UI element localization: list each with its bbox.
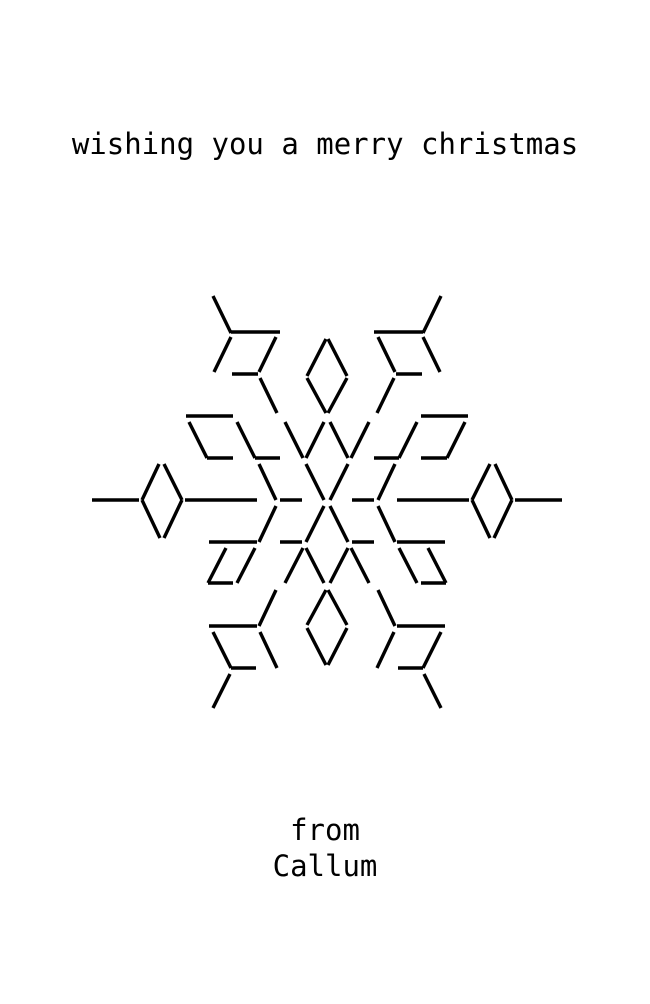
snowflake-stroke	[304, 421, 326, 459]
snowflake-stroke	[376, 463, 397, 501]
snowflake-stroke	[421, 295, 443, 334]
snowflake-stroke	[211, 631, 233, 669]
snowflake-stroke	[493, 463, 514, 501]
snowflake-stroke	[349, 547, 371, 584]
snowflake-stroke	[376, 336, 397, 373]
snowflake-stroke	[305, 589, 328, 626]
snowflake-stroke	[422, 673, 443, 709]
snowflake-stroke	[235, 547, 257, 584]
snowflake-stroke	[328, 505, 350, 543]
snowflake-stroke	[187, 421, 209, 459]
snowflake-stroke	[328, 421, 350, 459]
snowflake-stroke	[162, 463, 184, 501]
snowflake-stroke	[326, 377, 349, 414]
snowflake-stroke	[140, 463, 161, 501]
snowflake-stroke	[283, 421, 305, 459]
snowflake-stroke	[211, 673, 232, 709]
signoff-text: from	[290, 813, 360, 847]
snowflake-stroke	[206, 547, 228, 584]
snowflake-stroke	[326, 627, 349, 666]
snowflake-stroke	[305, 338, 328, 377]
snowflake-stroke	[304, 547, 326, 584]
snowflake-stroke	[375, 377, 396, 414]
snowflake-stroke	[235, 421, 257, 459]
snowflake-stroke	[258, 631, 279, 669]
snowflake-stroke	[376, 505, 397, 543]
snowflake-stroke	[328, 547, 350, 584]
snowflake-stroke	[305, 627, 328, 666]
snowflake-stroke	[304, 463, 326, 501]
snowflake-stroke	[140, 499, 162, 539]
snowflake-stroke	[328, 463, 350, 501]
snowflake-stroke	[257, 589, 278, 627]
snowflake-stroke	[257, 505, 278, 543]
snowflake-stroke	[304, 505, 326, 543]
signature-name: Callum	[272, 849, 378, 883]
snowflake-stroke	[470, 499, 492, 539]
snowflake-stroke	[375, 631, 396, 669]
snowflake-stroke	[397, 547, 419, 584]
snowflake-stroke	[326, 589, 349, 626]
snowflake-stroke	[258, 377, 279, 414]
snowflake-stroke	[421, 631, 443, 669]
snowflake-stroke	[421, 336, 442, 373]
snowflake-stroke	[162, 499, 184, 539]
signature-block: from Callum	[0, 812, 650, 884]
snowflake-stroke	[283, 547, 305, 584]
snowflake-stroke	[397, 421, 419, 459]
snowflake-stroke	[305, 377, 328, 414]
snowflake-stroke	[349, 421, 371, 459]
snowflake-stroke	[326, 338, 349, 377]
greeting-text: wishing you a merry christmas	[71, 127, 579, 161]
snowflake-stroke	[445, 421, 467, 459]
snowflake-stroke	[211, 295, 233, 334]
snowflake-stroke	[257, 463, 278, 501]
snowflake-stroke	[492, 499, 514, 539]
snowflake-stroke	[212, 336, 233, 373]
snowflake-stroke	[376, 589, 397, 627]
snowflake-stroke	[426, 547, 448, 584]
snowflake-stroke	[470, 463, 492, 501]
snowflake-stroke	[257, 336, 278, 373]
